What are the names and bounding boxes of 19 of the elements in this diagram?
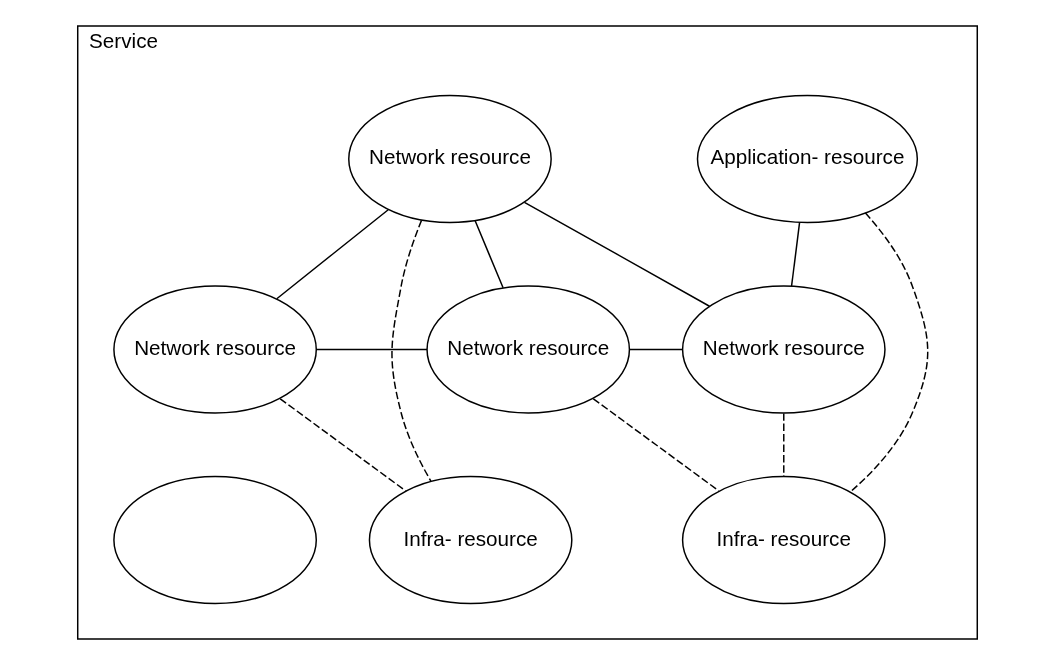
connector — [849, 212, 929, 493]
connector — [783, 412, 785, 478]
node-ellipse: Network resource — [426, 285, 631, 414]
connector — [276, 208, 389, 300]
connector — [628, 348, 684, 351]
connector — [790, 221, 801, 287]
connector — [592, 398, 720, 492]
node-ellipse — [113, 475, 317, 605]
connector — [391, 219, 432, 482]
node-ellipse: Infra- resource — [681, 475, 886, 605]
node-ellipse: Application- resource — [696, 94, 919, 224]
node-ellipse: Network resource — [113, 285, 317, 414]
node-ellipse: Network resource — [348, 94, 552, 224]
node-ellipse: Network resource — [681, 285, 886, 414]
connector — [523, 201, 711, 307]
connector — [279, 398, 407, 492]
connector — [315, 348, 428, 351]
node-ellipse: Infra- resource — [368, 475, 573, 605]
connector — [474, 220, 504, 289]
